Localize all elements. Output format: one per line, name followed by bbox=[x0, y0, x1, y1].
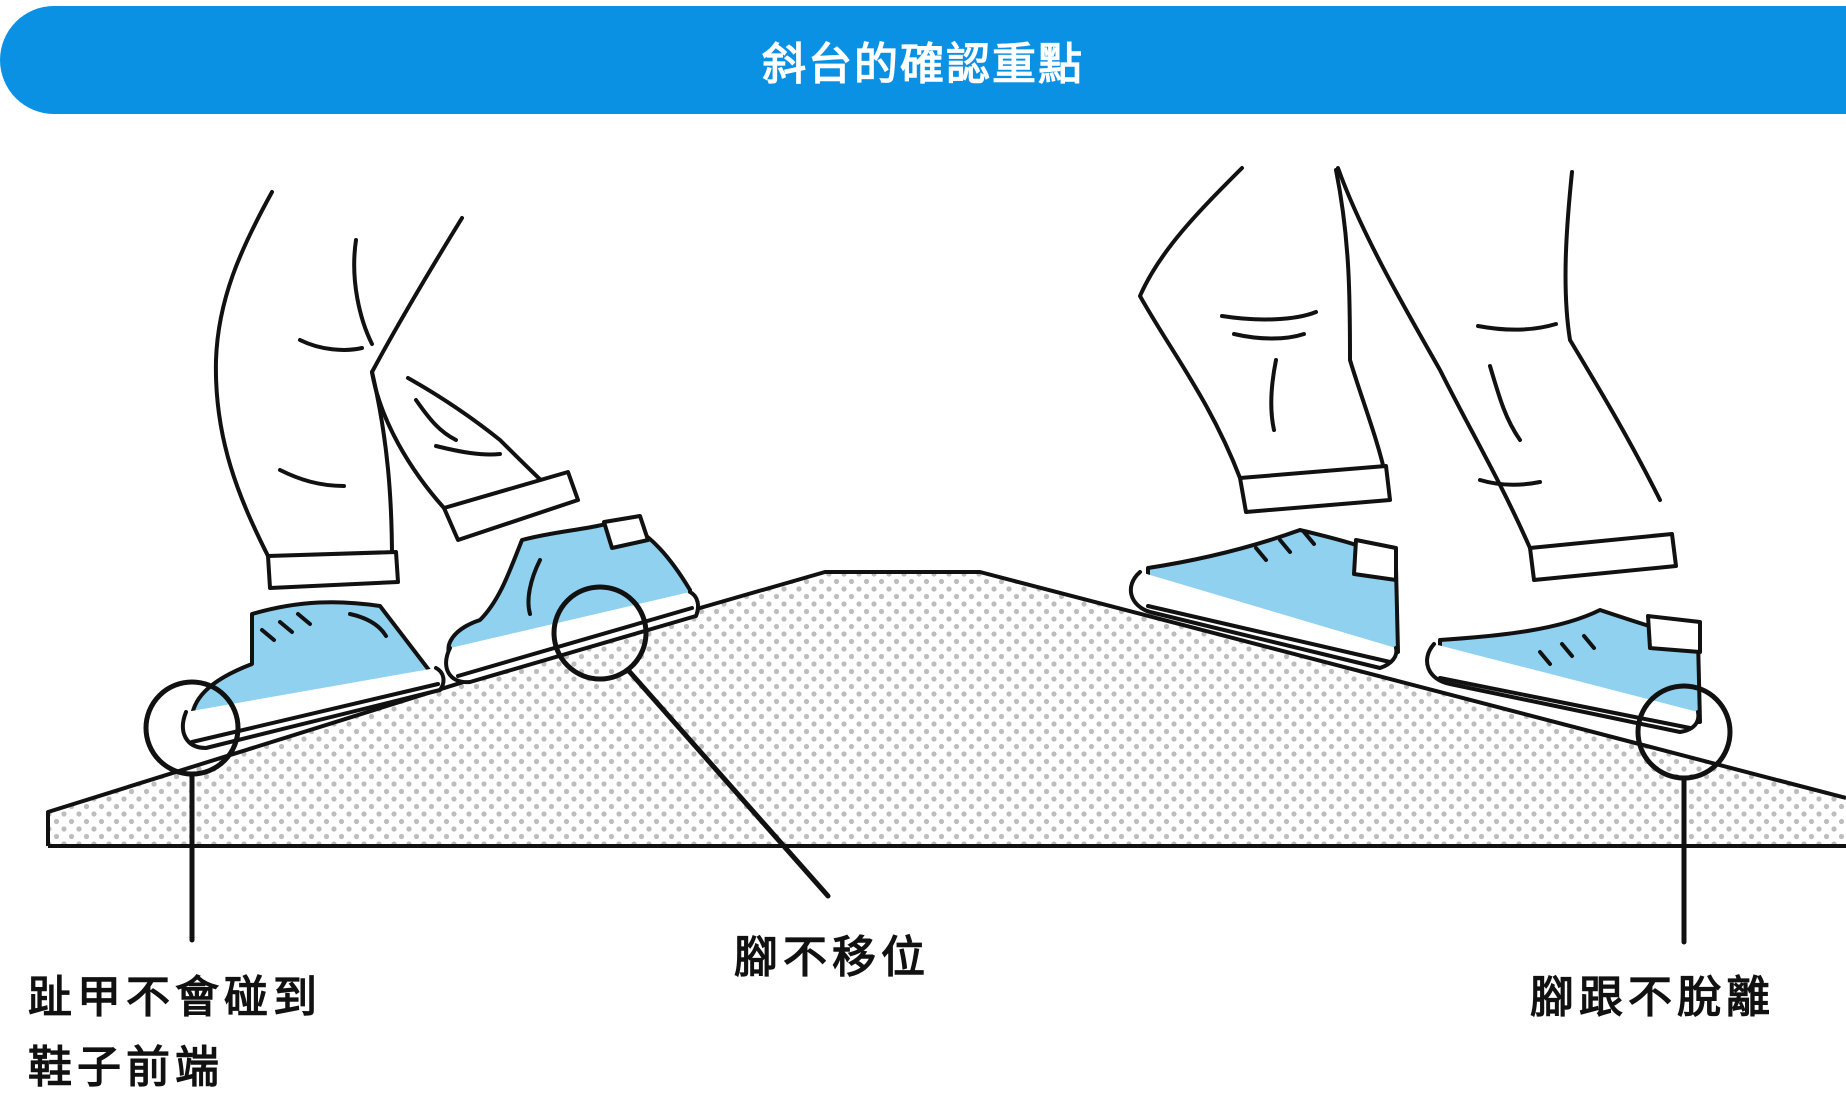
toe-callout-label-line2: 鞋子前端 bbox=[28, 1042, 224, 1093]
left-front-shoe bbox=[444, 514, 700, 685]
no-shift-leader-line bbox=[625, 667, 831, 899]
left-back-leg bbox=[213, 190, 464, 590]
callout-heel bbox=[1635, 683, 1733, 945]
left-back-shoe bbox=[180, 600, 446, 750]
right-back-leg bbox=[1336, 166, 1678, 582]
title-banner: 斜台的確認重點 bbox=[0, 6, 1846, 114]
left-front-leg bbox=[370, 370, 580, 542]
toe-callout-label-line1: 趾甲不會碰到 bbox=[28, 972, 322, 1023]
right-back-shoe bbox=[1425, 608, 1702, 734]
heel-callout-label: 腳跟不脫離 bbox=[1530, 972, 1775, 1023]
callout-toe bbox=[143, 679, 241, 943]
callout-no-shift bbox=[551, 584, 831, 899]
right-front-shoe bbox=[1128, 528, 1400, 670]
left-figure bbox=[180, 190, 700, 750]
page-title: 斜台的確認重點 bbox=[762, 39, 1084, 90]
ramp bbox=[46, 570, 1846, 848]
right-front-leg bbox=[1138, 166, 1392, 514]
no-shift-highlight-circle bbox=[551, 584, 649, 682]
right-figure bbox=[1128, 166, 1702, 734]
no-shift-callout-label: 腳不移位 bbox=[734, 932, 930, 983]
